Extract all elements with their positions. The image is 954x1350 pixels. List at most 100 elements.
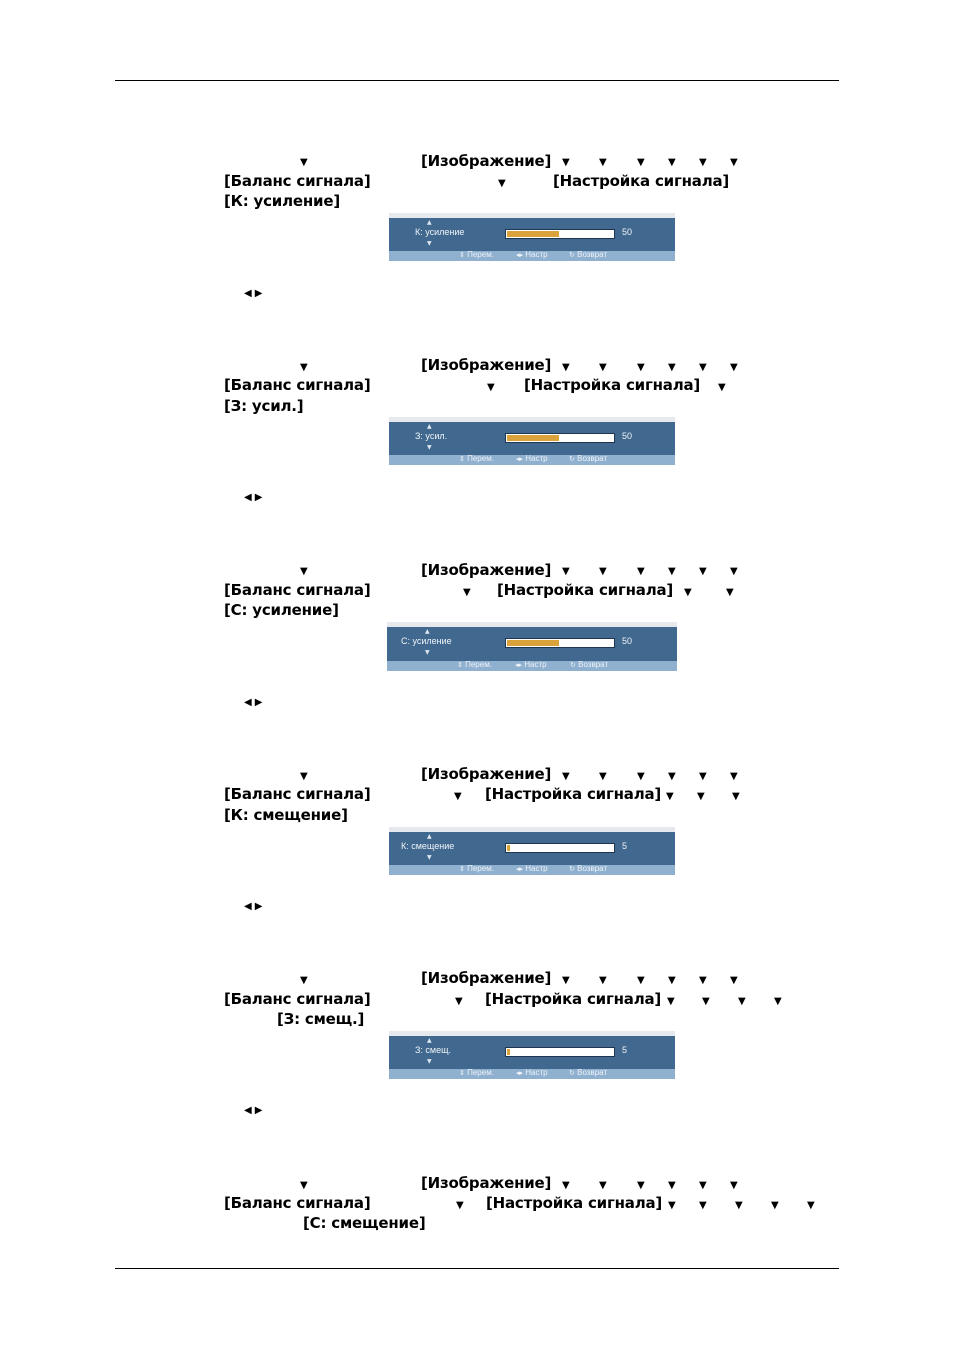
down-arrow-icon: ▼ xyxy=(300,1180,308,1191)
down-arrow-icon: ▼ xyxy=(668,566,676,577)
osd-panel: К: смещение ▲ ▼ 5 ⇕ Перем. ◂▸ Настр ↻ Во… xyxy=(389,827,675,875)
down-arrow-icon: ▼ xyxy=(300,975,308,986)
menu-image: [Изображение] xyxy=(421,356,552,374)
hint-adjust: Настр xyxy=(525,250,548,259)
down-arrow-icon: ▼ xyxy=(300,771,308,782)
down-arrow-icon: ▼ xyxy=(699,771,707,782)
down-arrow-icon: ▼ xyxy=(730,362,738,373)
down-arrow-icon: ▼ xyxy=(637,157,645,168)
down-arrow-icon: ▼ xyxy=(637,771,645,782)
up-arrow-icon: ▲ xyxy=(427,219,432,226)
down-arrow-icon: ▼ xyxy=(699,975,707,986)
down-arrow-icon: ▼ xyxy=(730,157,738,168)
down-arrow-icon: ▼ xyxy=(562,1180,570,1191)
menu-item: [С: усиление] xyxy=(224,601,339,619)
osd-value: 50 xyxy=(622,636,633,646)
down-arrow-icon: ▼ xyxy=(668,1180,676,1191)
leftright-icon: ◂▸ xyxy=(516,456,524,463)
down-arrow-icon: ▼ xyxy=(667,996,675,1007)
down-arrow-icon: ▼ xyxy=(454,791,462,802)
top-rule xyxy=(115,80,839,81)
osd-value: 5 xyxy=(622,841,628,851)
menu-balance: [Баланс сигнала] xyxy=(224,1194,371,1212)
return-icon: ↻ xyxy=(569,252,575,259)
leftright-icon: ◂▸ xyxy=(516,252,524,259)
down-arrow-icon: ▼ xyxy=(463,587,471,598)
down-arrow-icon: ▼ xyxy=(599,1180,607,1191)
down-arrow-icon: ▼ xyxy=(730,566,738,577)
menu-setup: [Настройка сигнала] xyxy=(485,990,662,1008)
osd-label: С: усиление xyxy=(401,636,452,646)
menu-image: [Изображение] xyxy=(421,561,552,579)
menu-setup: [Настройка сигнала] xyxy=(524,376,701,394)
menu-image: [Изображение] xyxy=(421,765,552,783)
updown-icon: ⇕ xyxy=(459,1070,465,1077)
hint-adjust: Настр xyxy=(524,660,547,669)
down-arrow-icon: ▼ xyxy=(562,771,570,782)
menu-item: [С: смещение] xyxy=(303,1214,426,1232)
menu-balance: [Баланс сигнала] xyxy=(224,990,371,1008)
menu-balance: [Баланс сигнала] xyxy=(224,172,371,190)
osd-panel: З: смещ. ▲ ▼ 5 ⇕ Перем. ◂▸ Настр ↻ Возвр… xyxy=(389,1031,675,1079)
down-arrow-icon: ▼ xyxy=(427,1058,432,1065)
down-arrow-icon: ▼ xyxy=(562,157,570,168)
menu-image: [Изображение] xyxy=(421,1174,552,1192)
hint-move: Перем. xyxy=(467,864,494,873)
level-fill xyxy=(507,435,559,441)
down-arrow-icon: ▼ xyxy=(498,178,506,189)
down-arrow-icon: ▼ xyxy=(668,771,676,782)
down-arrow-icon: ▼ xyxy=(637,566,645,577)
menu-setup: [Настройка сигнала] xyxy=(486,1194,663,1212)
osd-label: К: смещение xyxy=(401,841,455,851)
return-icon: ↻ xyxy=(570,662,576,669)
osd-value: 50 xyxy=(622,227,633,237)
down-arrow-icon: ▼ xyxy=(699,1200,707,1211)
down-arrow-icon: ▼ xyxy=(599,157,607,168)
down-arrow-icon: ▼ xyxy=(699,1180,707,1191)
up-arrow-icon: ▲ xyxy=(427,423,432,430)
down-arrow-icon: ▼ xyxy=(599,362,607,373)
level-bar xyxy=(505,433,615,443)
down-arrow-icon: ▼ xyxy=(774,996,782,1007)
hint-adjust: Настр xyxy=(525,864,548,873)
down-arrow-icon: ▼ xyxy=(427,854,432,861)
return-icon: ↻ xyxy=(569,1070,575,1077)
left-right-arrows-icon: ◀▶ xyxy=(244,1105,266,1116)
level-bar xyxy=(505,1047,615,1057)
menu-item: [К: смещение] xyxy=(224,806,348,824)
down-arrow-icon: ▼ xyxy=(699,157,707,168)
up-arrow-icon: ▲ xyxy=(427,833,432,840)
hint-move: Перем. xyxy=(467,250,494,259)
down-arrow-icon: ▼ xyxy=(684,587,692,598)
down-arrow-icon: ▼ xyxy=(668,157,676,168)
down-arrow-icon: ▼ xyxy=(562,566,570,577)
down-arrow-icon: ▼ xyxy=(455,996,463,1007)
down-arrow-icon: ▼ xyxy=(697,791,705,802)
leftright-icon: ◂▸ xyxy=(515,662,523,669)
down-arrow-icon: ▼ xyxy=(668,975,676,986)
level-fill xyxy=(507,640,559,646)
down-arrow-icon: ▼ xyxy=(730,1180,738,1191)
menu-item: [З: смещ.] xyxy=(277,1010,365,1028)
updown-icon: ⇕ xyxy=(459,456,465,463)
menu-item: [К: усиление] xyxy=(224,192,340,210)
down-arrow-icon: ▼ xyxy=(300,566,308,577)
down-arrow-icon: ▼ xyxy=(599,771,607,782)
left-right-arrows-icon: ◀▶ xyxy=(244,901,266,912)
hint-return: Возврат xyxy=(577,1068,608,1077)
level-bar xyxy=(505,638,615,648)
down-arrow-icon: ▼ xyxy=(807,1200,815,1211)
hint-adjust: Настр xyxy=(525,1068,548,1077)
osd-label: З: усил. xyxy=(415,431,448,441)
down-arrow-icon: ▼ xyxy=(300,362,308,373)
down-arrow-icon: ▼ xyxy=(427,444,432,451)
down-arrow-icon: ▼ xyxy=(668,362,676,373)
osd-panel: К: усиление ▲ ▼ 50 ⇕ Перем. ◂▸ Настр ↻ В… xyxy=(389,213,675,261)
return-icon: ↻ xyxy=(569,866,575,873)
menu-setup: [Настройка сигнала] xyxy=(497,581,674,599)
left-right-arrows-icon: ◀▶ xyxy=(244,697,266,708)
leftright-icon: ◂▸ xyxy=(516,1070,524,1077)
leftright-icon: ◂▸ xyxy=(516,866,524,873)
down-arrow-icon: ▼ xyxy=(637,362,645,373)
down-arrow-icon: ▼ xyxy=(699,566,707,577)
